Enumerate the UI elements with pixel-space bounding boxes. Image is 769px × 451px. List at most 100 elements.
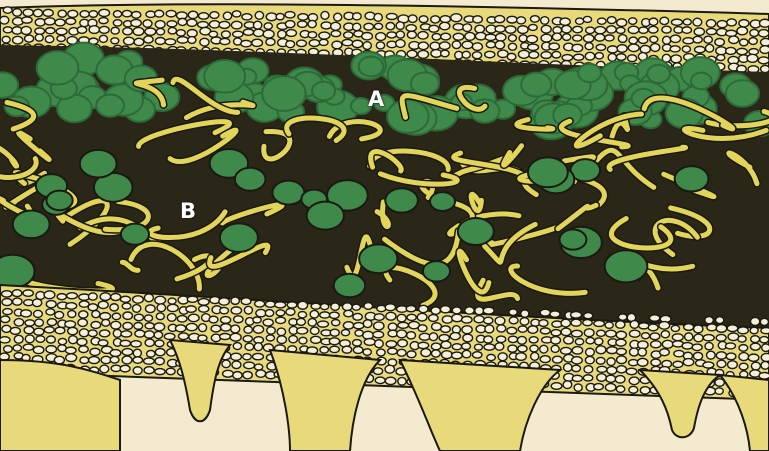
cortex-cell — [331, 22, 341, 30]
cortex-cell — [330, 329, 339, 336]
cortex-cell — [529, 24, 538, 30]
cortex-cell — [387, 32, 396, 38]
cortex-cell — [728, 333, 739, 341]
cortex-cell — [429, 333, 437, 341]
cortex-cell — [353, 13, 362, 20]
cortex-cell — [88, 304, 97, 311]
cortex-cell — [155, 38, 165, 45]
cortex-cell — [640, 387, 650, 394]
cortex-cell — [210, 12, 219, 19]
cortex-cell — [572, 375, 582, 381]
cortex-cell — [43, 9, 53, 16]
cortex-cell — [168, 27, 176, 33]
algal-cell — [272, 181, 304, 205]
cortex-cell — [46, 28, 55, 34]
cortex-cell — [133, 367, 142, 375]
cortex-cell — [715, 388, 723, 395]
cortex-cell — [264, 23, 272, 30]
cortex-cell — [749, 38, 757, 45]
cortex-cell — [674, 27, 683, 34]
cortex-cell — [586, 337, 594, 343]
label-a: A — [368, 89, 384, 110]
cortex-cell — [199, 306, 209, 313]
cortex-cell — [584, 313, 593, 319]
cortex-cell — [440, 16, 450, 23]
cortex-cell — [750, 29, 759, 36]
cortex-cell — [377, 305, 386, 311]
cortex-cell — [319, 39, 328, 45]
cortex-cell — [397, 330, 407, 338]
cortex-cell — [155, 10, 164, 17]
cortex-cell — [33, 299, 42, 307]
cortex-cell — [750, 327, 758, 334]
cortex-cell — [585, 52, 594, 60]
cortex-cell — [154, 323, 165, 331]
cortex-cell — [758, 57, 769, 64]
cortex-cell — [386, 312, 396, 320]
cortex-cell — [541, 17, 549, 25]
cortex-cell — [583, 35, 593, 43]
cortex-cell — [529, 337, 538, 343]
cortex-cell — [431, 343, 440, 350]
cortex-cell — [376, 33, 386, 41]
cortex-cell — [549, 43, 559, 50]
cortex-cell — [311, 336, 321, 343]
cortex-cell — [198, 22, 209, 28]
cortex-cell — [660, 349, 670, 356]
cortex-cell — [374, 322, 384, 330]
cortex-cell — [46, 336, 55, 343]
cortex-cell — [498, 50, 508, 57]
cortex-cell — [571, 330, 582, 337]
cortex-cell — [453, 24, 463, 31]
cortex-cell — [13, 9, 22, 17]
cortex-cell — [706, 28, 716, 34]
cortex-cell — [364, 23, 374, 30]
cortex-cell — [497, 325, 506, 332]
cortex-cell — [343, 322, 353, 329]
cortex-cell — [626, 368, 637, 374]
cortex-cell — [186, 306, 196, 312]
cortex-cell — [33, 9, 42, 16]
cortex-cell — [693, 352, 702, 359]
cortex-cell — [374, 13, 382, 21]
algal-cell — [423, 261, 450, 281]
cortex-cell — [1, 316, 10, 323]
cortex-cell — [353, 347, 363, 354]
cortex-cell — [562, 55, 573, 61]
algal-cell — [235, 168, 266, 191]
cortex-cell — [573, 35, 582, 41]
cortex-cell — [486, 41, 495, 47]
cortex-cell — [46, 301, 56, 308]
cortex-cell — [563, 381, 572, 389]
cortex-cell — [2, 36, 10, 43]
cortex-cell — [518, 50, 529, 58]
cortex-cell — [44, 291, 55, 299]
cortex-cell — [58, 338, 66, 344]
cortex-cell — [253, 29, 263, 36]
cortex-cell — [648, 324, 658, 331]
cortex-cell — [421, 349, 431, 357]
cortex-cell — [407, 50, 417, 57]
cortex-cell — [112, 313, 120, 319]
cortex-cell — [432, 34, 441, 41]
cortex-cell — [374, 368, 383, 375]
cortex-cell — [308, 32, 317, 38]
cortex-cell — [472, 43, 482, 51]
cortex-cell — [89, 11, 97, 18]
cortex-cell — [110, 304, 118, 311]
cortex-cell — [198, 299, 209, 306]
cortex-cell — [131, 341, 141, 347]
cortex-cell — [651, 44, 660, 52]
cortex-cell — [628, 55, 637, 62]
cortex-cell — [3, 27, 12, 33]
cortex-cell — [651, 341, 661, 348]
cortex-cell — [12, 290, 21, 297]
cortex-cell — [516, 353, 526, 361]
cortex-cell — [737, 27, 748, 35]
cortex-cell — [231, 297, 239, 304]
cortex-cell — [639, 323, 649, 329]
cortex-cell — [751, 362, 760, 370]
cortex-cell — [541, 52, 551, 59]
cortex-cell — [597, 374, 607, 382]
cortex-cell — [265, 301, 275, 307]
